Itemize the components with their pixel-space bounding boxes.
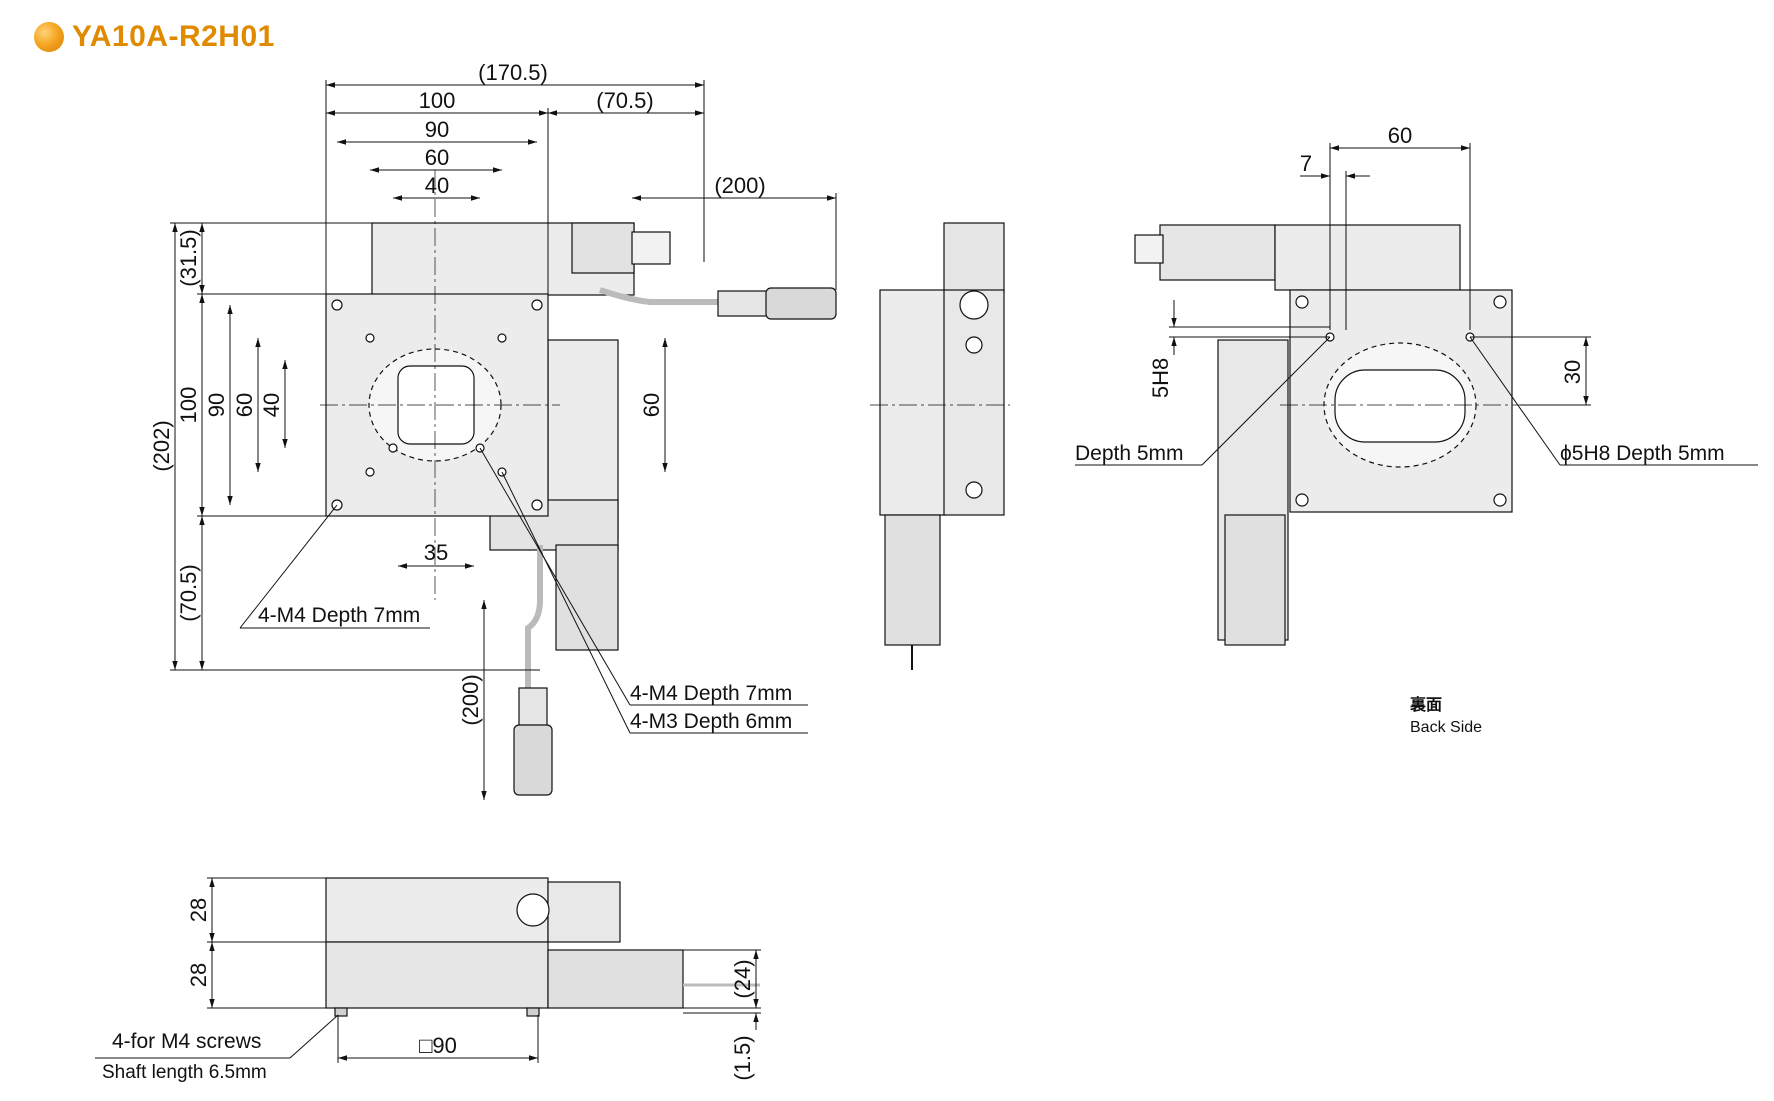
lower-motor — [555, 544, 619, 651]
dim-front-15: (1.5) — [730, 1035, 755, 1080]
motor-block — [571, 222, 635, 274]
connector-plug — [765, 287, 837, 320]
callout-m3: 4-M3 Depth 6mm — [630, 710, 792, 733]
back-side-en: Back Side — [1410, 719, 1482, 736]
dim-height-705: (70.5) — [176, 564, 201, 621]
dim-width-60: 60 — [425, 145, 449, 170]
dim-overall-width: (170.5) — [478, 60, 548, 85]
dim-back-30: 30 — [1560, 360, 1585, 384]
dim-height-90: 90 — [204, 393, 229, 417]
top-callouts: 4-M4 Depth 7mm 4-M4 Depth 7mm 4-M3 Depth… — [258, 604, 792, 733]
top-dimensions — [170, 80, 837, 800]
front-view — [325, 877, 760, 1017]
callout-phi5h8: ϕ5H8 Depth 5mm — [1560, 442, 1725, 465]
callout-screws-2: Shaft length 6.5mm — [102, 1062, 267, 1083]
dim-width-100: 100 — [419, 88, 456, 113]
back-labels: 60 7 5H8 30 Depth 5mm ϕ5H8 Depth 5mm 裏面 … — [1075, 123, 1725, 736]
side-view — [870, 222, 1010, 670]
dim-height-60: 60 — [232, 393, 257, 417]
bullet-icon — [34, 22, 64, 52]
callout-screws-1: 4-for M4 screws — [112, 1030, 261, 1053]
back-side-jp: 裏面 — [1409, 695, 1442, 714]
dim-front-28b: 28 — [186, 963, 211, 987]
dim-width-90: 90 — [425, 117, 449, 142]
title-block: YA10A-R2H01 — [34, 20, 275, 54]
cable-down — [525, 545, 543, 690]
dim-back-60: 60 — [1388, 123, 1412, 148]
dim-cable-200: (200) — [714, 173, 765, 198]
dim-front-24: (24) — [730, 959, 755, 998]
dim-front-28a: 28 — [186, 898, 211, 922]
top-dim-labels: (170.5) 100 (70.5) 90 60 40 (200) (31.5)… — [149, 60, 766, 726]
dim-width-40: 40 — [425, 173, 449, 198]
front-labels: 28 28 (24) (1.5) □90 4-for M4 screws Sha… — [102, 898, 755, 1083]
dim-right-60: 60 — [639, 393, 664, 417]
dim-width-705: (70.5) — [596, 88, 653, 113]
dim-height-100: 100 — [176, 387, 201, 424]
dim-bottom-35: 35 — [424, 540, 448, 565]
dim-height-315: (31.5) — [176, 229, 201, 286]
mount-holes — [331, 299, 543, 511]
product-title: YA10A-R2H01 — [72, 20, 275, 53]
callout-m4-mid: 4-M4 Depth 7mm — [630, 682, 792, 705]
motor-shaft — [631, 231, 671, 265]
dim-height-40: 40 — [259, 393, 284, 417]
connector-down-plug — [513, 724, 553, 796]
dim-height-202: (202) — [149, 420, 174, 471]
top-view — [320, 170, 837, 796]
cable — [599, 287, 720, 305]
connector-icon — [717, 290, 769, 317]
callout-m4-top: 4-M4 Depth 7mm — [258, 604, 420, 627]
back-view — [1134, 224, 1520, 646]
dim-front-sq90: □90 — [419, 1033, 457, 1058]
dim-cable-down-200: (200) — [458, 674, 483, 725]
connector-down — [518, 687, 548, 729]
front-dimensions — [95, 877, 761, 1063]
callout-depth5: Depth 5mm — [1075, 442, 1184, 465]
dim-back-5h8: 5H8 — [1148, 358, 1173, 398]
back-dimensions — [1075, 143, 1758, 466]
dim-back-7: 7 — [1300, 151, 1312, 176]
